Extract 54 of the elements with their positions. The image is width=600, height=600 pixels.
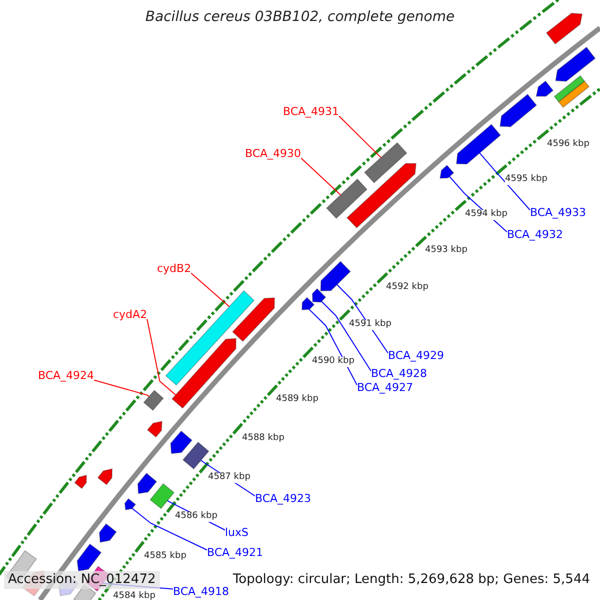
gene-label: BCA_4933 xyxy=(530,207,586,220)
scale-label: 4586 kbp xyxy=(175,512,218,522)
title: Bacillus cereus 03BB102, complete genome xyxy=(144,10,456,26)
leader-line xyxy=(132,508,208,550)
leader-line xyxy=(146,318,176,396)
gene-label: BCA_4918 xyxy=(173,586,230,598)
gene-label: BCA_4931 xyxy=(283,106,340,118)
scale-label: 4584 kbp xyxy=(113,592,156,600)
accession-label: Accession: NC_012472 xyxy=(4,571,160,590)
gene-label: BCA_4924 xyxy=(38,370,94,382)
leader-line xyxy=(479,152,530,210)
gene-label: BCA_4927 xyxy=(357,382,414,394)
gene-feature xyxy=(346,163,417,228)
scale-label: 4593 kbp xyxy=(425,246,468,256)
scale-label: 4585 kbp xyxy=(144,552,186,562)
gene-feature xyxy=(320,260,351,292)
gene-feature xyxy=(440,164,454,179)
leader-line xyxy=(300,158,342,196)
gene-feature xyxy=(143,390,164,411)
scale-label: 4590 kbp xyxy=(312,357,354,367)
leader-line xyxy=(321,300,372,372)
scale-label: 4596 kbp xyxy=(547,140,590,150)
gene-label: luxS xyxy=(225,527,249,540)
gene-label: BCA_4921 xyxy=(207,547,264,560)
gene-label: cydA2 xyxy=(113,309,148,322)
gene-feature xyxy=(301,296,315,310)
scale-label: 4591 kbp xyxy=(349,320,392,330)
gene-feature xyxy=(150,483,175,510)
gene-feature xyxy=(124,498,136,510)
leader-line xyxy=(338,116,382,158)
scale-label: 4592 kbp xyxy=(386,283,428,293)
gene-label: BCA_4932 xyxy=(507,229,564,242)
gene-label: BCA_4923 xyxy=(255,493,312,506)
gene-feature xyxy=(171,338,236,409)
scale-label: 4595 kbp xyxy=(505,175,548,185)
gene-label: cydB2 xyxy=(157,263,192,276)
leader-line xyxy=(336,284,388,354)
gene-feature xyxy=(326,178,368,219)
gene-feature xyxy=(182,442,210,470)
leader-line xyxy=(94,380,150,397)
gene-feature xyxy=(456,124,502,164)
leader-line xyxy=(308,308,358,386)
scale-label: 4594 kbp xyxy=(465,210,508,220)
gene-feature xyxy=(312,288,326,303)
gene-feature xyxy=(364,142,408,184)
scale-label: 4587 kbp xyxy=(208,473,250,483)
gene-label: BCA_4928 xyxy=(371,368,428,380)
gene-label: BCA_4929 xyxy=(388,350,444,362)
scale-label: 4589 kbp xyxy=(276,395,318,405)
leader-line xyxy=(190,272,230,308)
genome-info: Topology: circular; Length: 5,269,628 bp; Genes: 5,544 xyxy=(230,573,592,588)
scale-label: 4588 kbp xyxy=(242,434,284,444)
gene-feature xyxy=(165,290,255,386)
gene-label: BCA_4930 xyxy=(245,148,302,160)
